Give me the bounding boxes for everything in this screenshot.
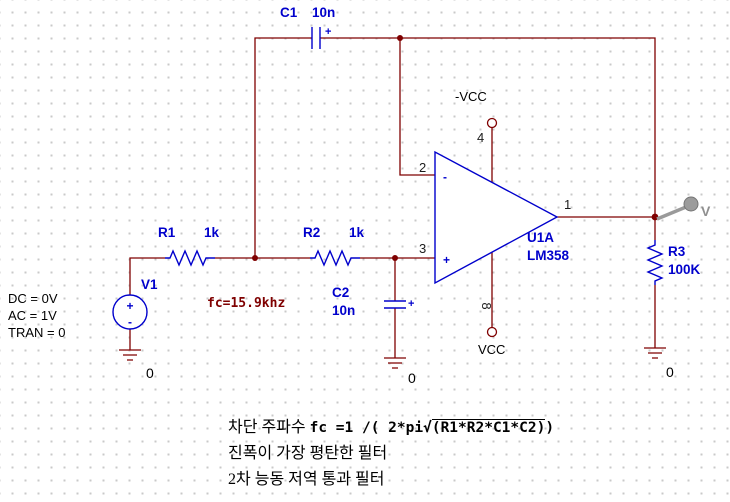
v1-reference-label[interactable]: V1	[141, 277, 158, 292]
junction-dot	[397, 35, 403, 41]
c2-reference-label[interactable]: C2	[332, 285, 349, 300]
ground-0-label-r3[interactable]: 0	[666, 364, 674, 380]
notes-block[interactable]: 차단 주파수 fc =1 /( 2*pi√(R1*R2*C1*C2)) 진폭이 …	[228, 415, 554, 493]
note-formula-radicand: (R1*R2*C1*C2)	[431, 419, 546, 436]
ground-symbol-c2[interactable]	[384, 357, 406, 369]
c1-capacitor[interactable]	[311, 27, 321, 49]
v1-voltage-source[interactable]: + -	[112, 294, 148, 330]
pin-3-label: 3	[419, 241, 426, 256]
opamp-minus-mark: -	[443, 170, 447, 184]
v1-dc-param[interactable]: DC = 0V	[8, 291, 58, 306]
note-line-3[interactable]: 2차 능동 저역 통과 필터	[228, 471, 385, 488]
r2-reference-label[interactable]: R2	[303, 225, 320, 240]
c1-reference-label[interactable]: C1	[280, 5, 298, 20]
output-wire[interactable]	[557, 216, 656, 348]
note-formula-close: )	[545, 420, 555, 436]
power-port-neg-vcc[interactable]	[486, 117, 498, 129]
c2-capacitor[interactable]	[384, 300, 406, 309]
probe-label: V	[701, 203, 711, 219]
note-line-2[interactable]: 진폭이 가장 평탄한 필터	[228, 445, 388, 462]
power-port-vcc[interactable]	[486, 326, 498, 338]
ground-0-label-v1[interactable]: 0	[146, 365, 154, 381]
junction-dot	[252, 255, 258, 261]
source-minus-mark: -	[128, 315, 132, 329]
pin-2-label: 2	[419, 160, 426, 175]
vcc-label[interactable]: VCC	[478, 342, 505, 357]
fc-annotation[interactable]: fc=15.9khz	[207, 296, 285, 311]
r3-value-label[interactable]: 100K	[668, 262, 701, 277]
c1-polarity-mark: +	[325, 26, 331, 38]
c2-polarity-mark: +	[408, 298, 414, 310]
ground-symbol-v1[interactable]	[119, 349, 141, 361]
c2-value-label[interactable]: 10n	[332, 303, 355, 318]
r3-reference-label[interactable]: R3	[668, 244, 686, 259]
v1-tran-param[interactable]: TRAN = 0	[8, 325, 65, 340]
pin-4-label: 4	[477, 130, 484, 145]
voltage-probe-marker[interactable]: V	[656, 196, 711, 221]
note-formula-prefix: fc =1 /( 2*pi	[309, 420, 424, 436]
junction-dot	[651, 213, 659, 221]
u1-partnumber-label[interactable]: LM358	[527, 248, 570, 263]
ground-symbol-r3[interactable]	[644, 347, 666, 359]
r3-resistor[interactable]	[646, 240, 664, 285]
u1-opamp[interactable]: - +	[434, 150, 559, 285]
v1-ac-param[interactable]: AC = 1V	[8, 308, 57, 323]
r2-resistor[interactable]	[310, 249, 360, 267]
note-formula-korean: 차단 주파수	[228, 419, 310, 436]
c1-value-label[interactable]: 10n	[312, 5, 335, 20]
source-plus-mark: +	[126, 299, 133, 313]
sqrt-sign: √	[423, 420, 432, 436]
input-wire[interactable]	[129, 257, 435, 295]
pin-8-label: 8	[479, 302, 494, 309]
opamp-plus-mark: +	[443, 253, 450, 267]
pin-1-label: 1	[564, 197, 571, 212]
note-formula-line[interactable]: 차단 주파수 fc =1 /( 2*pi√(R1*R2*C1*C2))	[228, 415, 554, 441]
neg-vcc-label[interactable]: -VCC	[455, 89, 487, 104]
junction-dot	[392, 255, 398, 261]
r1-resistor[interactable]	[165, 249, 215, 267]
u1-reference-label[interactable]: U1A	[527, 230, 554, 245]
r2-value-label[interactable]: 1k	[349, 225, 365, 240]
ground-0-label-c2[interactable]: 0	[408, 370, 416, 386]
feedback-wire[interactable]	[254, 37, 656, 258]
r1-value-label[interactable]: 1k	[204, 225, 220, 240]
r1-reference-label[interactable]: R1	[158, 225, 176, 240]
